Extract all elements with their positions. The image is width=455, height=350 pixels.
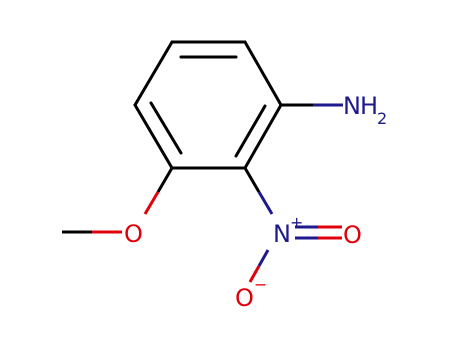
nitro-ring-bond bbox=[243, 167, 274, 215]
methoxy-ring-bond bbox=[143, 167, 174, 215]
ring-bond-upper-right bbox=[243, 40, 283, 107]
nitro-o-charge: − bbox=[254, 275, 267, 294]
nitro-single-bond bbox=[248, 249, 270, 283]
ring-bond-upper-left bbox=[133, 40, 174, 107]
nitro-o-single-label: O bbox=[235, 284, 254, 312]
nitro-n-charge: + bbox=[290, 213, 303, 232]
ring-bond-lower-left bbox=[133, 103, 174, 170]
amine-h-label: H bbox=[360, 92, 378, 120]
benzene-ring bbox=[133, 40, 283, 170]
nitro-n-label: N bbox=[273, 220, 291, 248]
ring-bond-lower-right bbox=[243, 103, 283, 170]
amine-n-label: N bbox=[343, 92, 361, 120]
amine-h-count: 2 bbox=[377, 109, 387, 128]
nitro-o-double-label: O bbox=[343, 221, 362, 249]
ring-bond-lower-right-inner bbox=[234, 104, 267, 158]
ring-bond-lower-left-inner bbox=[149, 101, 183, 155]
methoxy-o-label: O bbox=[124, 220, 143, 248]
nitro-double-bond bbox=[295, 225, 342, 240]
